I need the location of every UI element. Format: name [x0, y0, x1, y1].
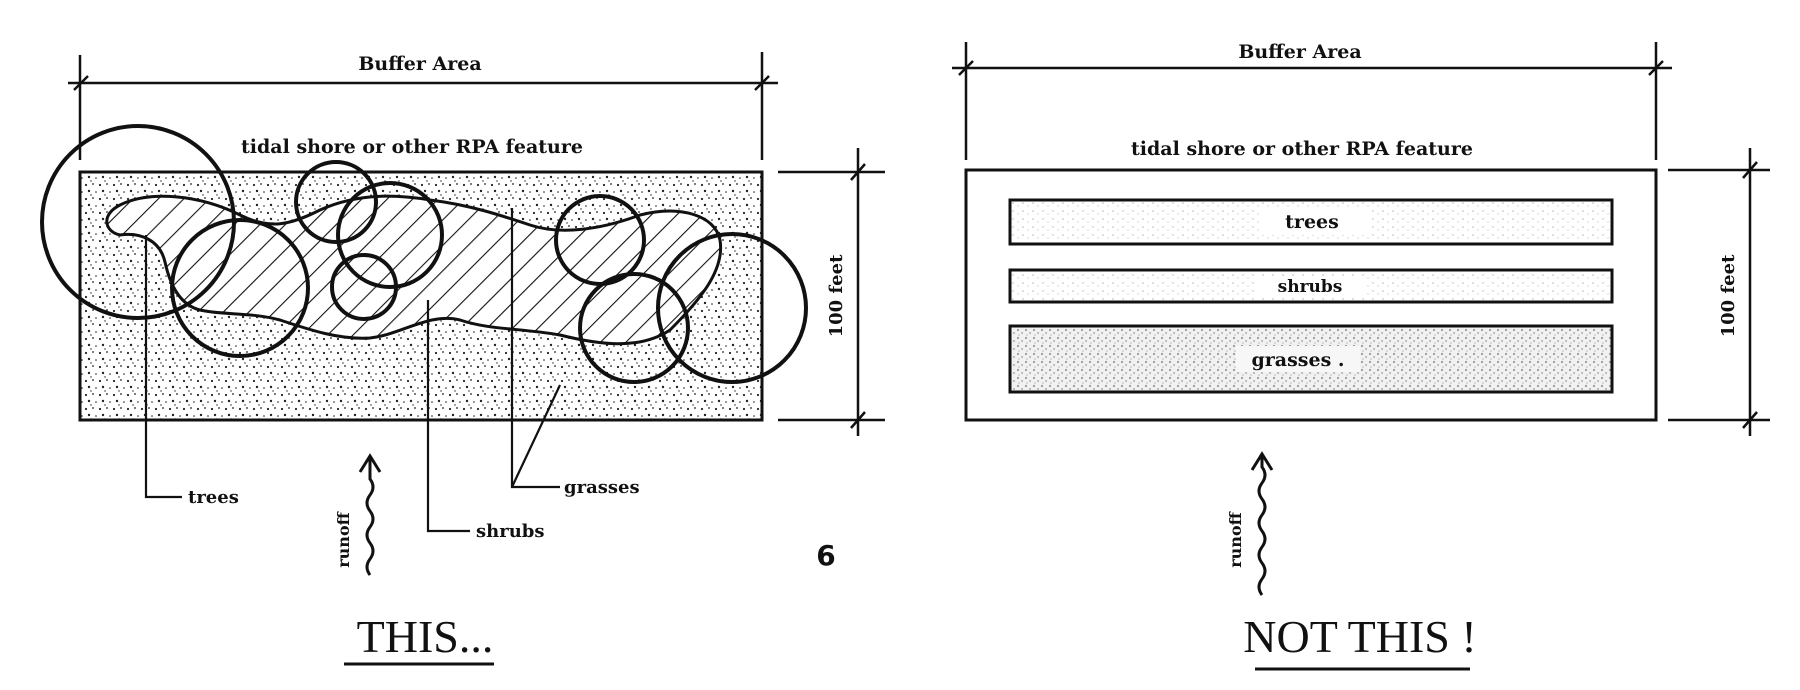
left-tree-canopies [40, 124, 808, 384]
right-runoff-arrow-icon [1250, 451, 1274, 596]
left-depth-dimension [778, 148, 885, 436]
right-panel: Buffer Area tidal shore or other RPA fea… [952, 41, 1770, 671]
left-trees-label: trees [188, 487, 239, 508]
right-grasses-label: grasses . [1251, 349, 1344, 371]
left-grasses-label: grasses [564, 477, 640, 498]
left-shrub-mass [105, 194, 723, 346]
right-depth-label: 100 feet [1718, 254, 1739, 337]
left-panel: Buffer Area tidal shore or other RPA fea… [40, 52, 885, 666]
left-buffer-dimension [68, 52, 778, 160]
left-depth-label: 100 feet [826, 254, 847, 337]
left-callout-grasses [510, 208, 561, 489]
left-caption: THIS... [357, 611, 494, 662]
right-caption: NOT THIS ! [1243, 611, 1476, 662]
left-buffer-area-label: Buffer Area [358, 53, 481, 75]
right-depth-dimension [1668, 148, 1770, 436]
right-trees-label: trees [1285, 211, 1339, 233]
left-feature-label: tidal shore or other RPA feature [241, 136, 583, 158]
page-number: 6 [816, 539, 835, 572]
left-runoff-arrow-icon [358, 453, 382, 576]
right-shrubs-label: shrubs [1278, 277, 1343, 297]
right-buffer-dimension [952, 42, 1672, 160]
right-buffer-area-label: Buffer Area [1238, 41, 1361, 63]
left-callout-shrubs [426, 300, 470, 533]
right-runoff-label: runoff [1226, 511, 1245, 567]
left-shrubs-label: shrubs [476, 521, 545, 542]
left-runoff-label: runoff [334, 511, 353, 567]
right-feature-label: tidal shore or other RPA feature [1131, 138, 1473, 160]
left-callout-trees [144, 235, 182, 499]
